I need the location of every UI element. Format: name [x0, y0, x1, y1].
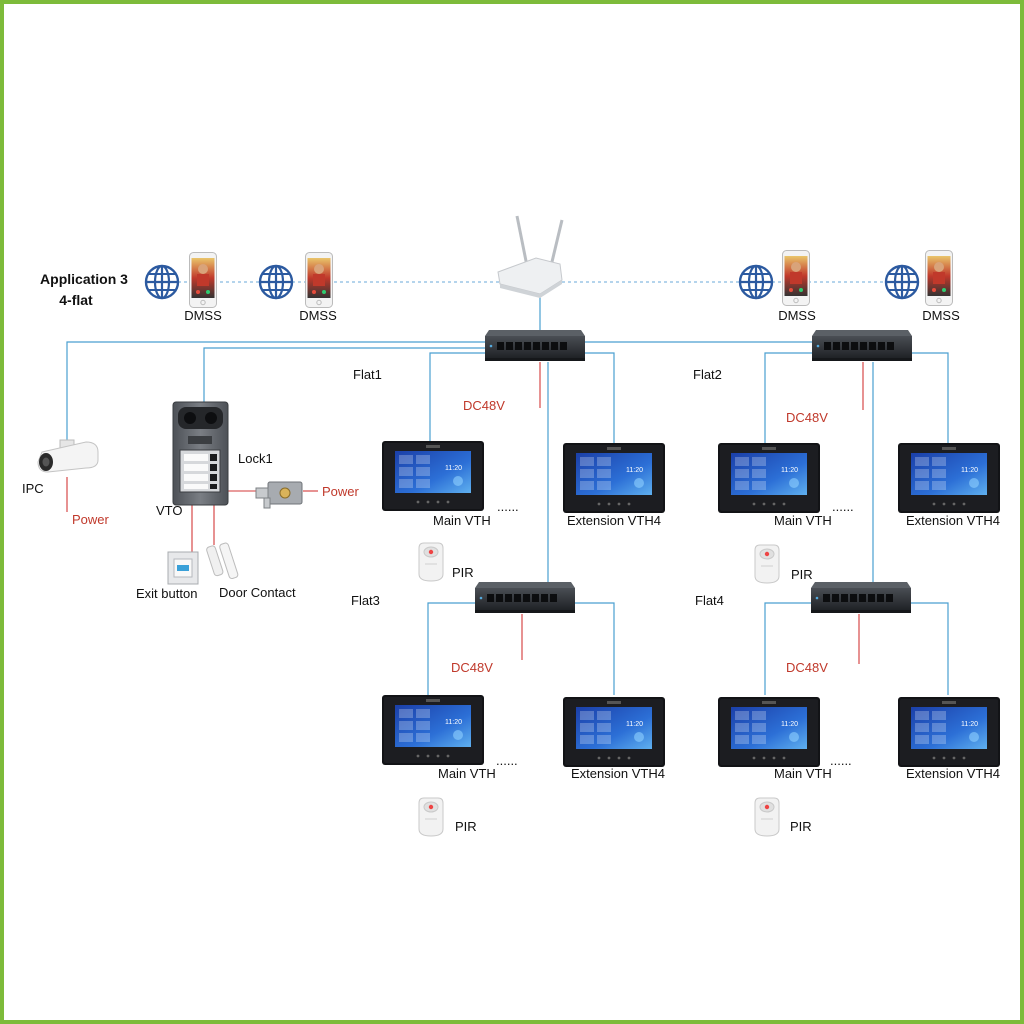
vto-uplink-line	[203, 347, 487, 402]
vth-screen-time: 11:20	[626, 721, 643, 728]
flat1-ext-line	[584, 352, 615, 443]
pir-sensor-icon	[754, 797, 780, 837]
dmss-label: DMSS	[299, 308, 337, 323]
ellipsis-label: ......	[496, 753, 518, 768]
extension-vth-monitor-icon	[563, 697, 665, 767]
flat1-main-line	[429, 352, 487, 443]
mobile-phone-icon	[189, 252, 217, 308]
vth-screen-time: 11:20	[961, 467, 978, 474]
lock-label: Lock1	[238, 451, 273, 466]
ellipsis-label: ......	[832, 499, 854, 514]
vth-screen-time: 11:20	[445, 465, 462, 472]
vto-label: VTO	[156, 503, 183, 518]
flat3-group: Flat3 DC48V 11:20 11:20 Main VTH ...... …	[351, 593, 665, 837]
main-vth-label: Main VTH	[433, 513, 491, 528]
main-vth-label: Main VTH	[774, 513, 832, 528]
pir-label: PIR	[455, 819, 477, 834]
pir-sensor-icon	[418, 542, 444, 582]
extension-vth-monitor-icon	[563, 443, 665, 513]
ipc-power-label: Power	[72, 512, 110, 527]
main-vth-monitor-icon	[718, 697, 820, 767]
power-lines	[66, 362, 864, 664]
vth-screen-time: 11:20	[781, 721, 798, 728]
vth-screen-time: 11:20	[781, 467, 798, 474]
pir-sensor-icon	[418, 797, 444, 837]
poe-switch-icon	[485, 330, 585, 361]
flat2-main-line	[764, 352, 815, 443]
ipc-uplink-line	[66, 341, 487, 440]
flat4-group: Flat4 DC48V 11:20 11:20 Main VTH ...... …	[695, 593, 1000, 837]
diagram-title-line1: Application 3	[40, 271, 128, 287]
door-contact-icon	[206, 542, 239, 580]
flat2-ext-line	[912, 352, 949, 443]
lock-power-label: Power	[322, 484, 360, 499]
internet-globe-icon	[144, 264, 180, 300]
flat-label: Flat1	[353, 367, 382, 382]
dc48v-label: DC48V	[786, 660, 828, 675]
mobile-phone-icon	[782, 250, 810, 306]
vth-screen-time: 11:20	[961, 721, 978, 728]
door-contact-label: Door Contact	[219, 585, 296, 600]
pir-label: PIR	[452, 565, 474, 580]
flat-label: Flat4	[695, 593, 724, 608]
main-vth-monitor-icon	[382, 695, 484, 765]
poe-switch-icon	[811, 582, 911, 613]
extension-vth-label: Extension VTH4	[567, 513, 661, 528]
pir-sensor-icon	[754, 544, 780, 584]
pir-label: PIR	[791, 567, 813, 582]
poe-switch-icon	[475, 582, 575, 613]
flat4-main-line	[764, 602, 813, 695]
mobile-phone-icon	[305, 252, 333, 308]
vto-door-station-icon	[172, 401, 229, 506]
ellipsis-label: ......	[830, 753, 852, 768]
flat4-ext-line	[910, 602, 949, 695]
poe-switch-icon	[812, 330, 912, 361]
main-vth-monitor-icon	[382, 441, 484, 511]
main-vth-monitor-icon	[718, 443, 820, 513]
dc48v-label: DC48V	[786, 410, 828, 425]
vth-screen-time: 11:20	[626, 467, 643, 474]
extension-vth-label: Extension VTH4	[906, 513, 1000, 528]
dmss-label: DMSS	[184, 308, 222, 323]
ellipsis-label: ......	[497, 499, 519, 514]
vth-screen-time: 11:20	[445, 719, 462, 726]
dmss-label: DMSS	[778, 308, 816, 323]
connection-lines	[66, 290, 949, 695]
electric-lock-icon	[255, 481, 303, 509]
exit-button-label: Exit button	[136, 586, 197, 601]
extension-vth-label: Extension VTH4	[571, 766, 665, 781]
flat3-main-line	[427, 602, 478, 695]
flat-label: Flat2	[693, 367, 722, 382]
ipc-label: IPC	[22, 481, 44, 496]
internet-globe-icon	[884, 264, 920, 300]
extension-vth-label: Extension VTH4	[906, 766, 1000, 781]
extension-vth-monitor-icon	[898, 697, 1000, 767]
main-vth-label: Main VTH	[774, 766, 832, 781]
dc48v-label: DC48V	[463, 398, 505, 413]
mobile-phone-icon	[925, 250, 953, 306]
flat-label: Flat3	[351, 593, 380, 608]
ipc-camera-icon	[37, 439, 99, 473]
flat1-group: Flat1 DC48V 11:20 11:20 Main VTH ...... …	[353, 367, 665, 582]
router-icon	[497, 215, 564, 298]
pir-label: PIR	[790, 819, 812, 834]
flat3-ext-line	[574, 602, 615, 695]
internet-globe-icon	[738, 264, 774, 300]
internet-globe-icon	[258, 264, 294, 300]
dmss-label: DMSS	[922, 308, 960, 323]
diagram-title-line2: 4-flat	[59, 292, 93, 308]
flat2-group: Flat2 DC48V 11:20 11:20 Main VTH ...... …	[693, 367, 1000, 584]
main-vth-label: Main VTH	[438, 766, 496, 781]
dc48v-label: DC48V	[451, 660, 493, 675]
exit-button-icon	[167, 551, 199, 585]
extension-vth-monitor-icon	[898, 443, 1000, 513]
